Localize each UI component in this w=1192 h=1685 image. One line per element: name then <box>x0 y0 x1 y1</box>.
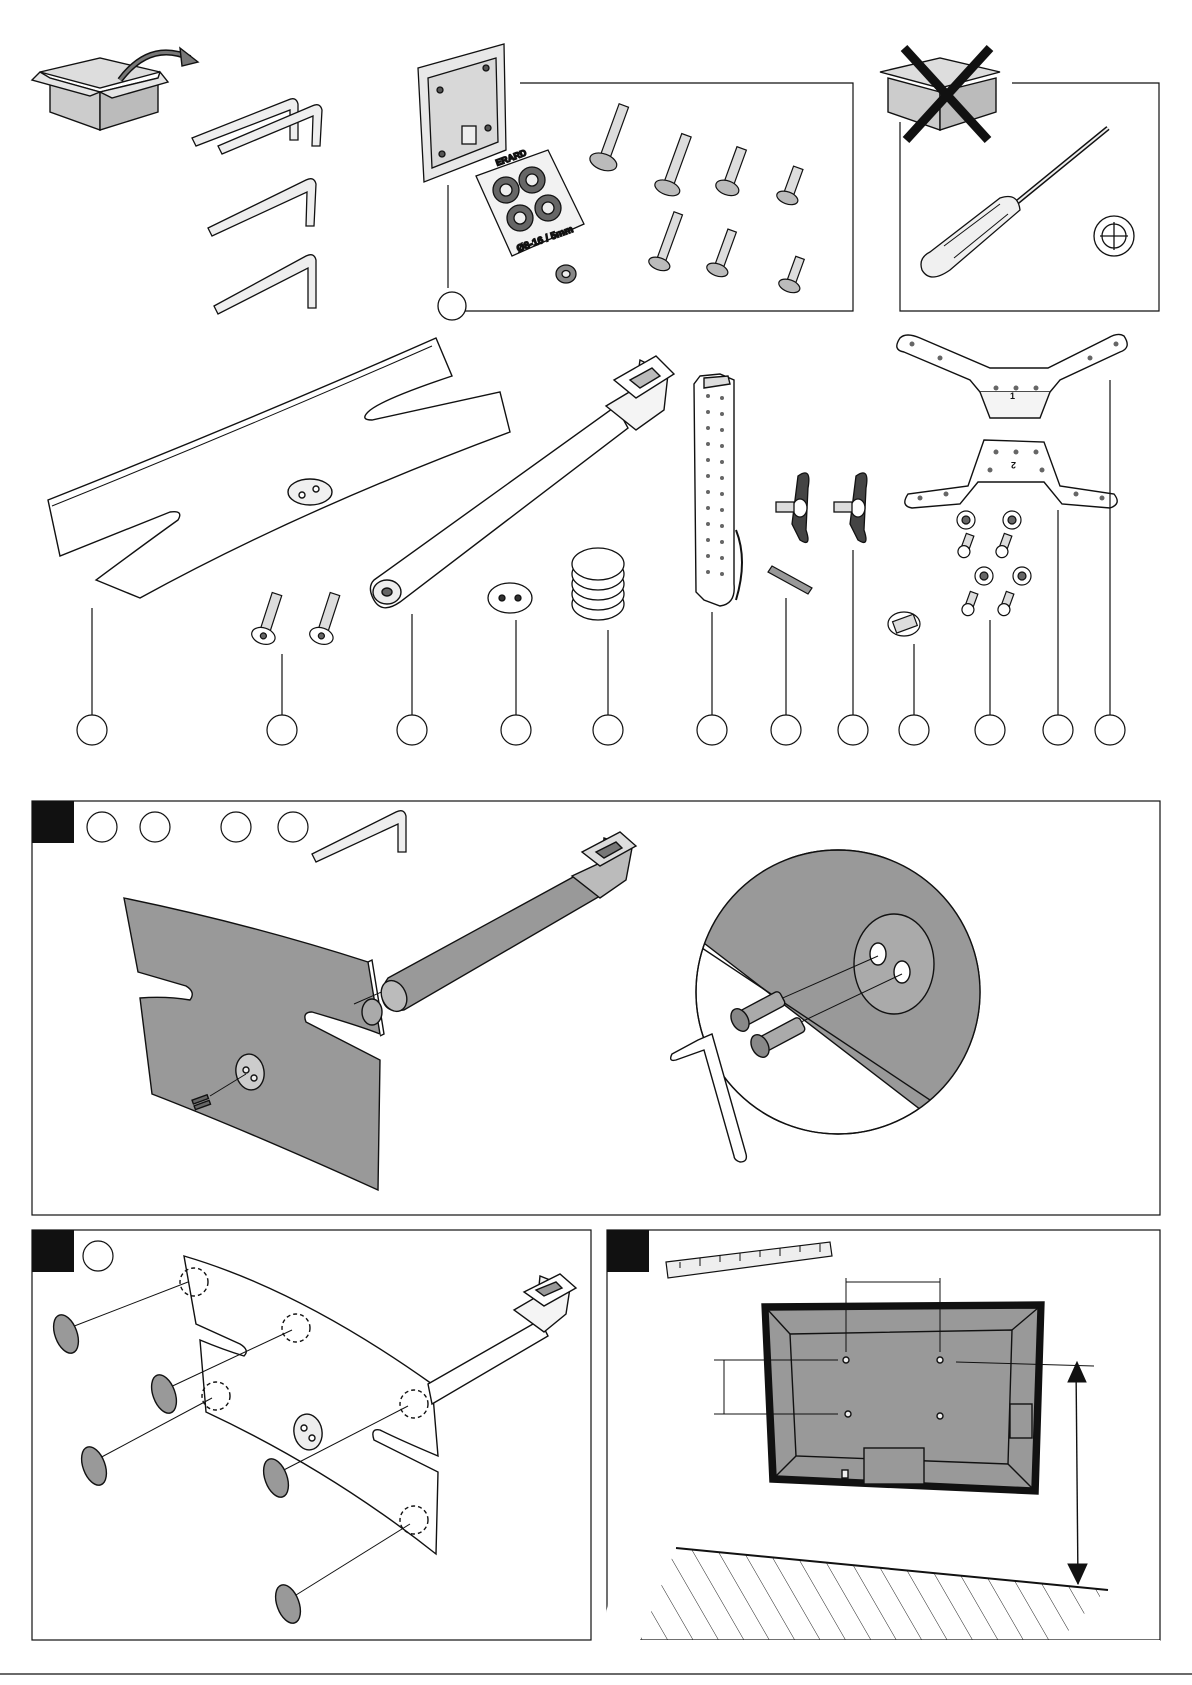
vesa-bracket-top: 1 <box>897 334 1127 418</box>
phillips-head-icon <box>1094 216 1134 256</box>
part-ref-circle <box>438 292 466 320</box>
small-bolt-set <box>956 511 1031 617</box>
screwdriver-icon <box>921 128 1108 277</box>
part-ref-circle <box>83 1241 113 1271</box>
allen-screw-pair <box>249 590 346 647</box>
hex-key-icon <box>192 99 322 314</box>
bracket-bottom-mark: 2 <box>1011 460 1016 470</box>
part-ref-circle <box>899 715 929 745</box>
cap-bolt <box>888 612 920 636</box>
part-ref-circle <box>397 715 427 745</box>
part-ref-circle <box>77 715 107 745</box>
arm-tube-illustration <box>370 356 674 608</box>
washer-illustration <box>488 583 532 613</box>
part-ref-circle <box>697 715 727 745</box>
detail-zoom <box>671 850 990 1162</box>
felt-pad-stack <box>572 548 624 620</box>
part-ref-circle <box>838 715 868 745</box>
vesa-bracket-bottom: 2 <box>905 440 1117 508</box>
rubber-pad-card: ERARD Ø8-16 / 5mm <box>476 147 584 283</box>
part-ref-circle <box>593 715 623 745</box>
step-2-assembly <box>49 1256 576 1627</box>
part-ref-circle <box>267 715 297 745</box>
part-ref-circle <box>1095 715 1125 745</box>
step-1-assembly <box>124 832 636 1190</box>
part-ref-circle <box>1043 715 1073 745</box>
part-ref-circle <box>771 715 801 745</box>
screw-set <box>587 101 809 296</box>
step-2-marker <box>32 1230 74 1272</box>
no-box-icon <box>880 48 1000 140</box>
part-ref-circle <box>975 715 1005 745</box>
bracket-top-mark: 1 <box>1010 391 1015 401</box>
threaded-rod <box>768 566 812 594</box>
open-box-icon <box>32 48 198 130</box>
hex-key-icon <box>312 811 406 862</box>
tv-screen-icon <box>762 1302 1044 1494</box>
ruler-icon <box>666 1242 832 1278</box>
part-ref-circle <box>501 715 531 745</box>
wall-plate-illustration <box>418 44 506 182</box>
step-1-part-refs <box>87 812 308 842</box>
wing-knob-pair <box>776 473 867 543</box>
upright-bar-illustration <box>694 374 742 606</box>
step-3-marker <box>607 1230 649 1272</box>
step-1-marker <box>32 801 74 843</box>
